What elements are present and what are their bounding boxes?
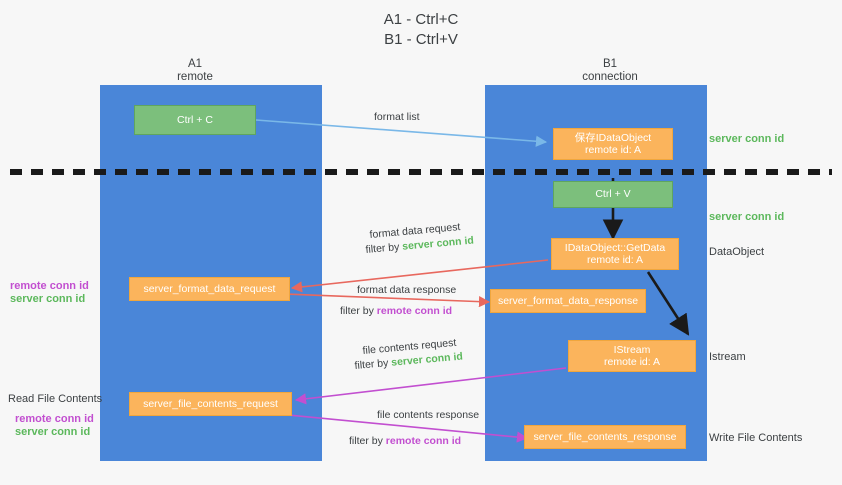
label-file-contents-response: file contents response [377, 409, 480, 421]
box-ctrl-c[interactable]: Ctrl + C [134, 105, 256, 135]
caption-server-conn-id-2: server conn id [15, 426, 91, 438]
title-line-2: B1 - Ctrl+V [384, 31, 458, 48]
caption-remote-conn-id-2: remote conn id [15, 413, 94, 425]
column-a1-sub: remote [177, 71, 213, 83]
column-b1-sub: connection [582, 71, 638, 83]
filter-value-remote-conn-id-2: remote conn id [385, 435, 462, 447]
box-server-file-contents-request[interactable]: server_file_contents_request [129, 392, 292, 416]
box-fmt-resp-label: server_format_data_response [497, 294, 639, 307]
title-line-1: A1 - Ctrl+C [383, 11, 459, 28]
caption-remote-conn-id-1: remote conn id [10, 280, 89, 292]
filter-prefix-4: filter by [349, 435, 386, 447]
box-ctrl-v[interactable]: Ctrl + V [553, 181, 673, 208]
filter-prefix-2: filter by [340, 305, 377, 317]
column-b1-name: B1 [602, 58, 618, 70]
filter-prefix-1: filter by [365, 240, 403, 256]
label-file-contents-response-filter: filter by remote conn id [349, 434, 461, 448]
box-getdata-line1: IDataObject::GetData [564, 241, 666, 254]
box-store-idataobject-line1: 保存IDataObject [574, 131, 652, 144]
filter-prefix-3: filter by [354, 356, 392, 372]
column-header-b1: B1 connection [535, 58, 685, 84]
box-server-format-data-response[interactable]: server_format_data_response [490, 289, 646, 313]
caption-server-conn-id-1: server conn id [10, 293, 86, 305]
label-format-list: format list [374, 111, 420, 123]
box-file-resp-label: server_file_contents_response [533, 430, 677, 443]
box-istream[interactable]: IStream remote id: A [568, 340, 696, 372]
caption-write-file-contents: Write File Contents [709, 432, 803, 444]
box-server-file-contents-response[interactable]: server_file_contents_response [524, 425, 686, 449]
box-ctrl-v-line1: Ctrl + V [595, 188, 631, 201]
box-idataobject-getdata[interactable]: IDataObject::GetData remote id: A [551, 238, 679, 270]
box-server-format-data-request[interactable]: server_format_data_request [129, 277, 290, 301]
box-ctrl-c-line1: Ctrl + C [177, 113, 213, 126]
column-a1-name: A1 [187, 58, 203, 70]
label-format-data-response: format data response [357, 284, 457, 296]
caption-server-conn-id-top: server conn id [709, 133, 785, 145]
caption-istream: Istream [709, 351, 746, 363]
box-fmt-req-label: server_format_data_request [143, 282, 276, 295]
box-store-idataobject[interactable]: 保存IDataObject remote id: A [553, 128, 673, 160]
filter-value-remote-conn-id-1: remote conn id [376, 305, 453, 317]
page-title: A1 - Ctrl+C B1 - Ctrl+V [0, 10, 842, 50]
label-format-data-response-filter: filter by remote conn id [340, 304, 452, 318]
box-istream-line1: IStream [613, 343, 651, 356]
box-file-req-label: server_file_contents_request [143, 397, 278, 410]
box-istream-line2: remote id: A [603, 356, 661, 368]
box-getdata-line2: remote id: A [586, 254, 644, 266]
caption-dataobject: DataObject [709, 246, 765, 258]
caption-read-file-contents: Read File Contents [8, 393, 103, 405]
box-store-idataobject-line2: remote id: A [584, 144, 642, 156]
column-header-a1: A1 remote [120, 58, 270, 84]
caption-server-conn-id-mid: server conn id [709, 211, 785, 223]
